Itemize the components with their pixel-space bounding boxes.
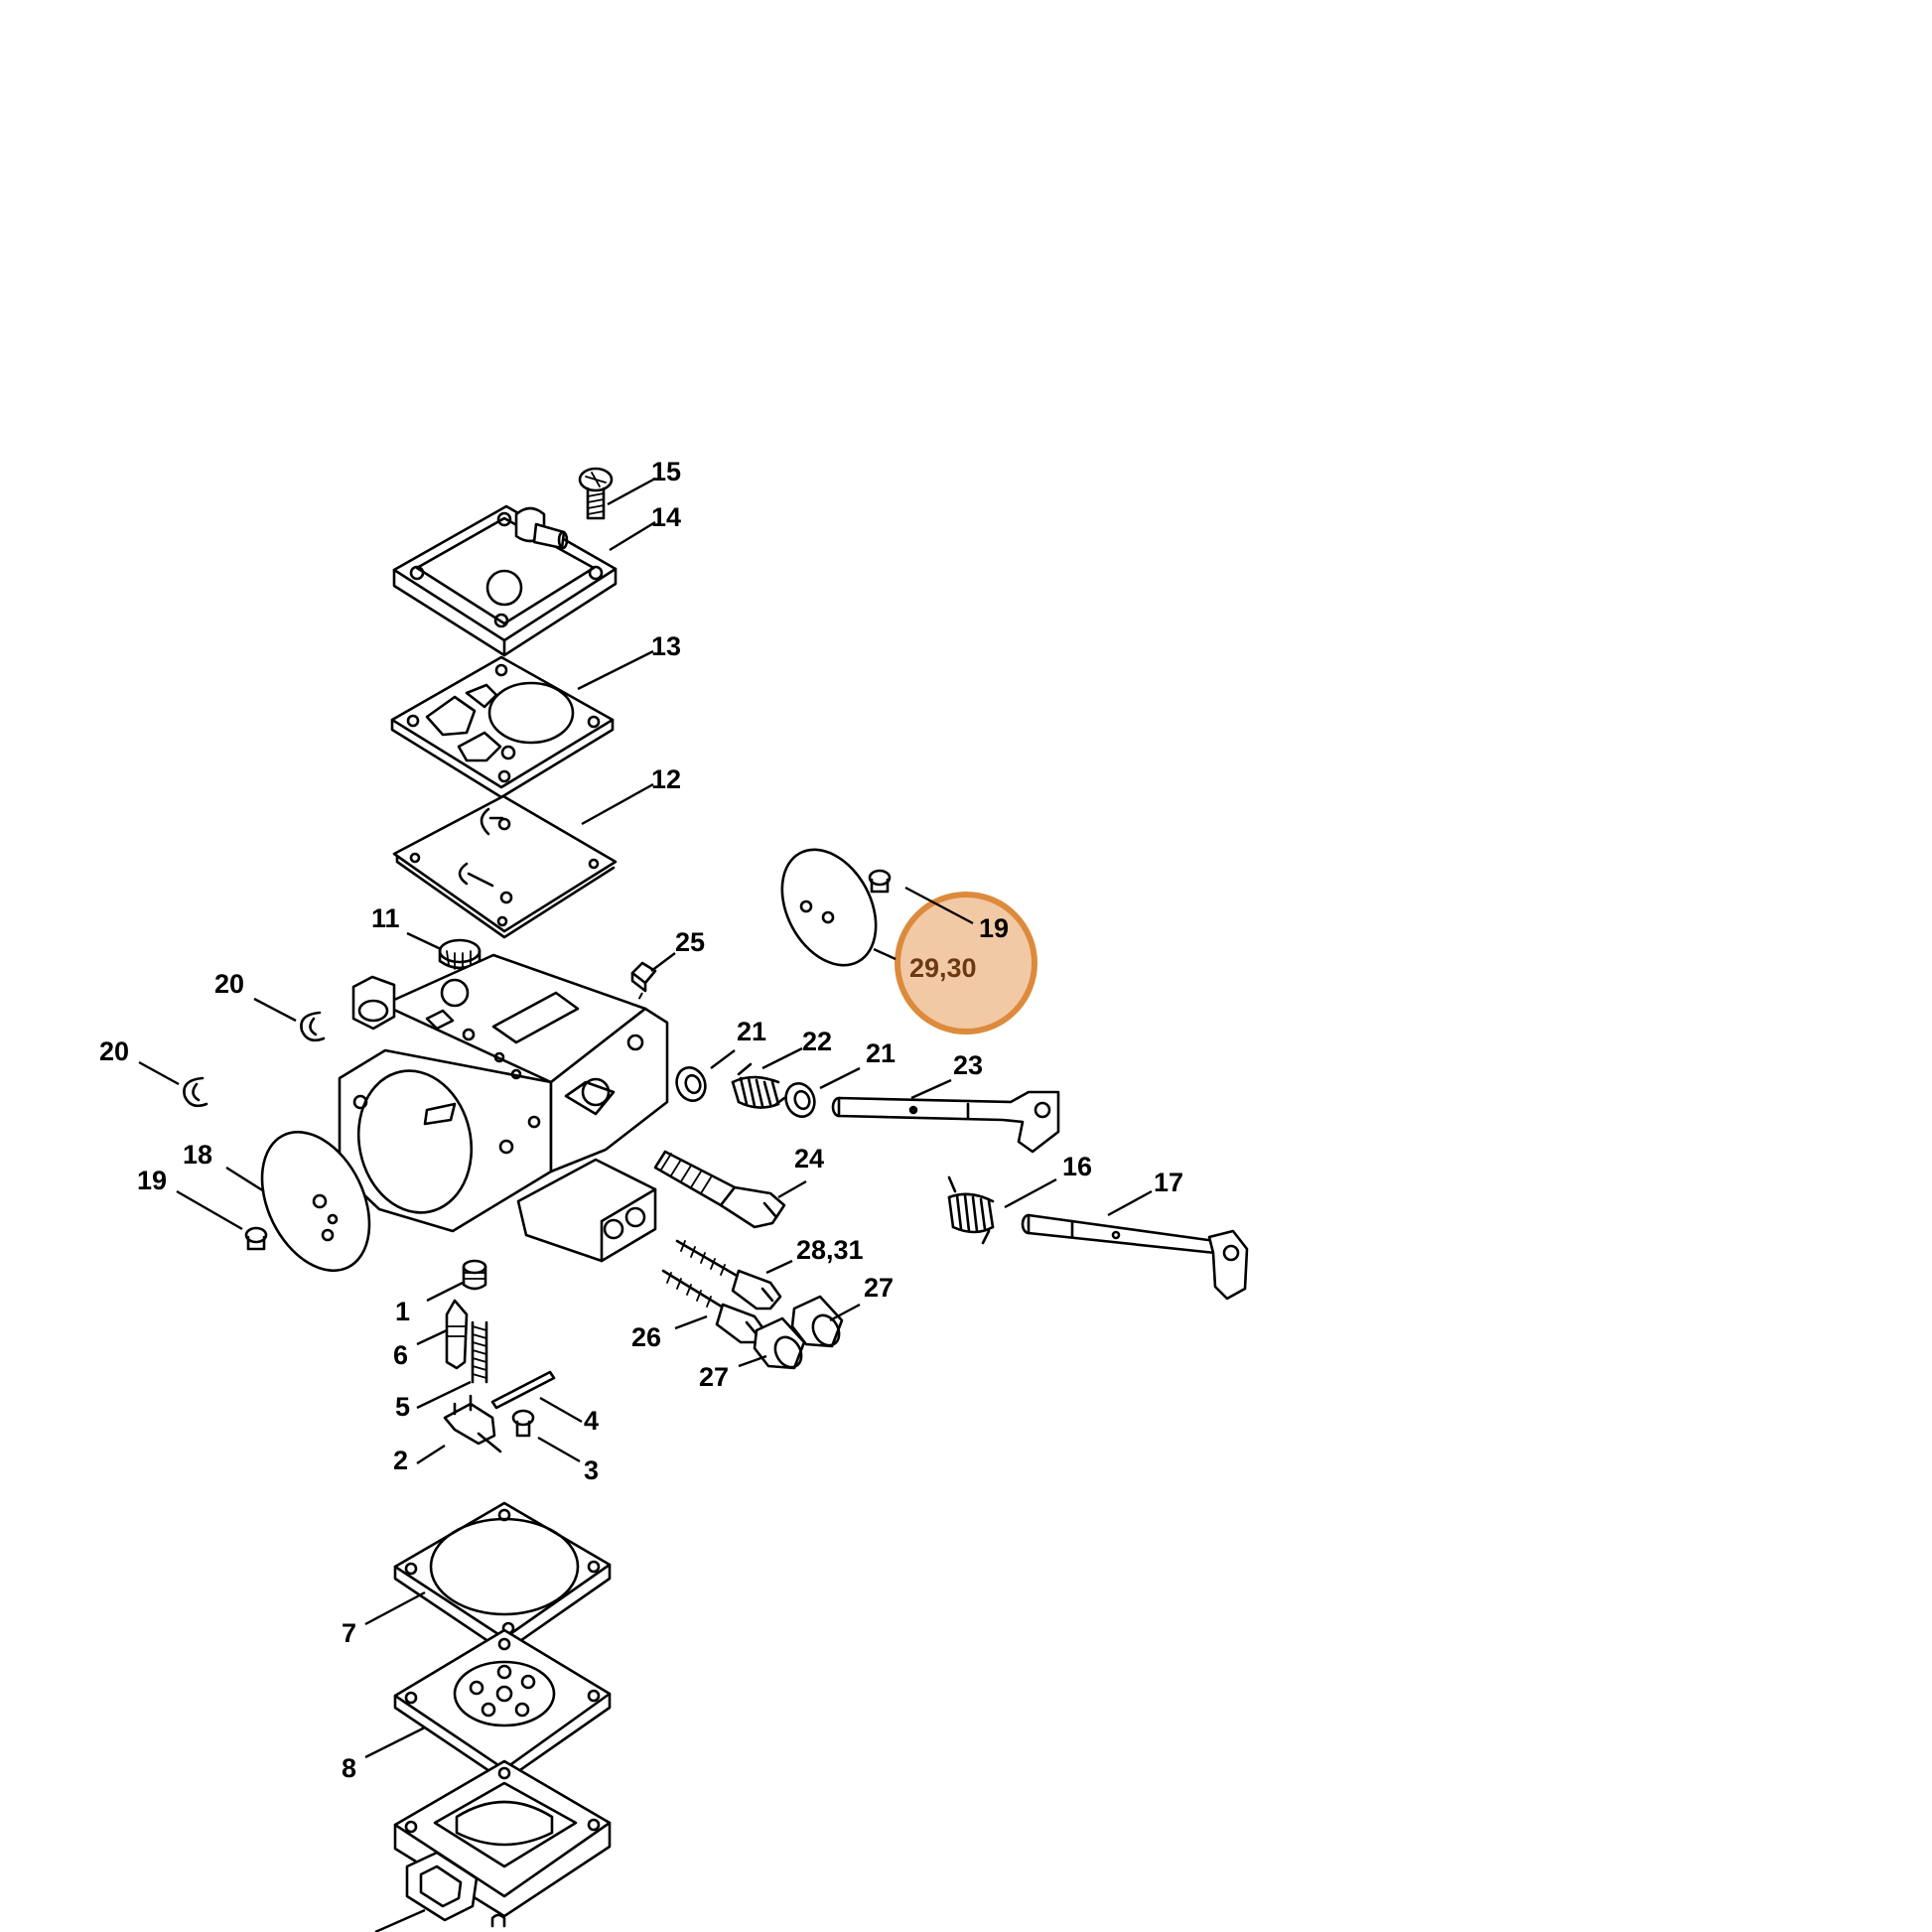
callout-12[interactable]: 12	[651, 764, 681, 794]
part-7-gasket[interactable]	[393, 1501, 612, 1654]
callout-16[interactable]: 16	[1062, 1152, 1092, 1181]
callout-3[interactable]: 3	[584, 1455, 599, 1485]
callout-8[interactable]: 8	[342, 1753, 356, 1783]
callout-29-30-highlighted[interactable]: 29,30	[909, 953, 977, 983]
part-16-spring[interactable]	[947, 1175, 995, 1245]
callout-18[interactable]: 18	[183, 1140, 212, 1170]
part-4-pin[interactable]	[490, 1370, 556, 1410]
part-12-diaphragm[interactable]	[392, 794, 618, 939]
part-25-plug[interactable]	[585, 961, 657, 1099]
callout-4[interactable]: 4	[584, 1406, 599, 1436]
part-20-clip-upper[interactable]	[300, 1011, 326, 1042]
callout-6[interactable]: 6	[393, 1340, 408, 1370]
callout-24[interactable]: 24	[794, 1144, 824, 1173]
callout-20-lower[interactable]: 20	[99, 1036, 129, 1066]
callout-14[interactable]: 14	[651, 502, 681, 532]
callout-25[interactable]: 25	[675, 927, 705, 957]
callout-23[interactable]: 23	[953, 1050, 983, 1080]
callout-labels: 15 14 13 12 11 25 19 29,30 20 20 21 22 2…	[99, 457, 1183, 1783]
callout-21-left[interactable]: 21	[737, 1017, 766, 1046]
callout-28-31[interactable]: 28,31	[796, 1235, 864, 1265]
part-22-spring[interactable]	[731, 1062, 786, 1109]
part-21-washer-left[interactable]	[672, 1063, 710, 1105]
part-27-cap-right[interactable]	[790, 1295, 844, 1350]
part-29-30-throttle-valve[interactable]	[763, 834, 895, 982]
part-17-choke-shaft[interactable]	[1021, 1213, 1249, 1301]
carburetor-body[interactable]	[338, 953, 669, 1263]
part-5-spring[interactable]	[471, 1320, 488, 1384]
callout-2[interactable]: 2	[393, 1446, 408, 1475]
highlight-circle	[895, 892, 1037, 1035]
part-19-screw-upper[interactable]	[868, 869, 892, 894]
leader-lines	[138, 477, 1153, 1932]
part-6-inlet-needle[interactable]	[445, 1299, 469, 1370]
callout-7[interactable]: 7	[342, 1618, 356, 1648]
part-27-cap-left[interactable]	[753, 1316, 806, 1372]
callout-19-lower[interactable]: 19	[137, 1166, 167, 1195]
callout-15[interactable]: 15	[651, 457, 681, 486]
callout-1[interactable]: 1	[395, 1297, 410, 1326]
part-19-screw-lower[interactable]	[244, 1226, 268, 1251]
part-15-screw[interactable]	[578, 467, 614, 520]
callout-26[interactable]: 26	[631, 1322, 661, 1352]
part-20-clip-lower[interactable]	[183, 1076, 208, 1108]
callout-5[interactable]: 5	[395, 1392, 410, 1422]
part-13-gasket[interactable]	[390, 655, 615, 799]
part-2-lever[interactable]	[443, 1394, 502, 1453]
callout-13[interactable]: 13	[651, 631, 681, 661]
callout-21-right[interactable]: 21	[866, 1038, 896, 1068]
callout-27-right[interactable]: 27	[864, 1273, 894, 1303]
part-14-pump-cover[interactable]	[392, 504, 618, 657]
callout-20-upper[interactable]: 20	[214, 969, 244, 999]
callout-22[interactable]: 22	[802, 1027, 832, 1056]
callout-19-upper[interactable]: 19	[979, 913, 1009, 943]
part-23-throttle-shaft[interactable]	[831, 1090, 1060, 1154]
callout-17[interactable]: 17	[1154, 1168, 1183, 1197]
part-18-choke-valve[interactable]	[240, 1114, 390, 1288]
callout-11[interactable]: 11	[371, 903, 400, 933]
callout-27-left[interactable]: 27	[699, 1362, 729, 1392]
bottom-screw[interactable]	[490, 1913, 506, 1928]
part-28-31-idle-screw[interactable]	[675, 1239, 782, 1311]
part-8-metering-diaphragm[interactable]	[393, 1628, 612, 1783]
part-3-screw[interactable]	[511, 1409, 535, 1438]
metering-cover[interactable]	[393, 1759, 612, 1922]
part-21-washer-right[interactable]	[781, 1079, 819, 1121]
part-24-adjusting-screw[interactable]	[653, 1150, 786, 1229]
part-1-seat[interactable]	[462, 1259, 487, 1291]
part-26-low-screw[interactable]	[661, 1269, 766, 1344]
